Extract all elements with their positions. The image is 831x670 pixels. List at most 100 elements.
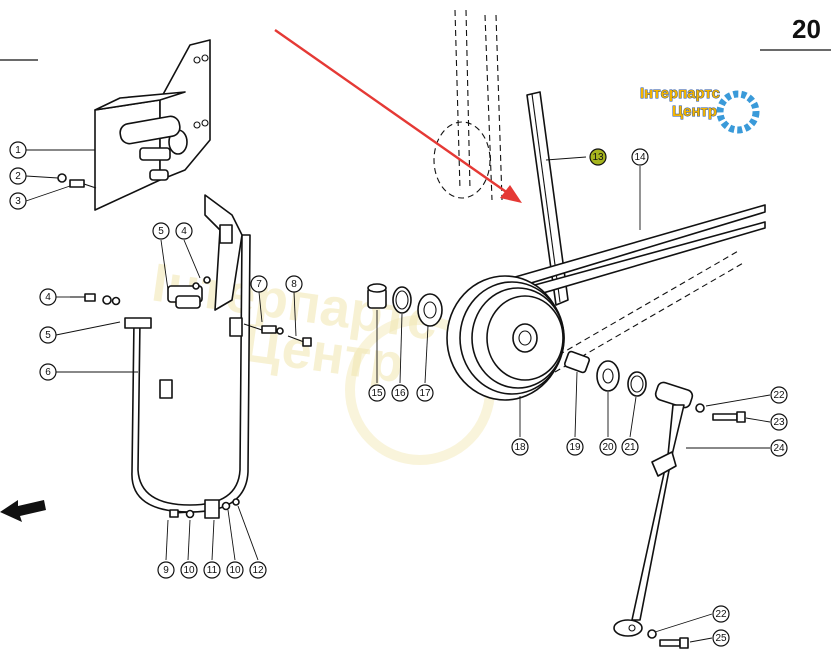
callout-label: 4: [45, 292, 51, 303]
callout-label: 25: [715, 633, 727, 644]
callout-circle: [157, 561, 175, 579]
callout-circle: [250, 275, 268, 293]
callout-label: 19: [569, 442, 581, 453]
callout-c19: 19: [566, 438, 584, 456]
callout-circle: [9, 141, 27, 159]
mounting-bracket: [94, 39, 211, 211]
callout-c21: 21: [621, 438, 639, 456]
callout-circle: [249, 561, 267, 579]
callout-c16: 16: [391, 384, 409, 402]
callout-circle: [511, 438, 529, 456]
callout-circle: [770, 386, 788, 404]
callout-circle: [621, 438, 639, 456]
hardware-left: [70, 276, 312, 519]
leader-lines: [25, 149, 771, 643]
callout-c13: 13: [589, 148, 607, 166]
callout-c5b: 5: [39, 326, 57, 344]
callout-circle: [599, 438, 617, 456]
callout-label: 11: [207, 565, 218, 576]
callout-circle: [175, 222, 193, 240]
callout-label: 15: [371, 388, 383, 399]
callout-label: 6: [45, 367, 51, 378]
callout-c4b: 4: [175, 222, 193, 240]
callout-c10a: 10: [180, 561, 198, 579]
callout-label: 20: [602, 442, 614, 453]
callout-circle: [39, 363, 57, 381]
callout-label: 1: [15, 145, 21, 156]
pointer-arrow: [274, 29, 522, 203]
callout-label: 17: [419, 388, 431, 399]
callout-label: 5: [158, 226, 164, 237]
callout-label: 18: [514, 442, 526, 453]
watermark: Інтерпартс Центр: [148, 252, 495, 465]
callout-circle: [9, 192, 27, 210]
callout-c24: 24: [770, 439, 788, 457]
callout-c23: 23: [770, 413, 788, 431]
callout-c5a: 5: [152, 222, 170, 240]
direction-arrow-icon: [0, 500, 46, 522]
callout-c6: 6: [39, 363, 57, 381]
callout-c2: 2: [9, 167, 27, 185]
callout-circle: [9, 167, 27, 185]
callout-c1: 1: [9, 141, 27, 159]
callout-circle: [712, 605, 730, 623]
callout-circle: [39, 288, 57, 306]
callout-circle: [770, 439, 788, 457]
callout-c7: 7: [250, 275, 268, 293]
callout-label: 12: [252, 565, 264, 576]
callout-c10b: 10: [226, 561, 244, 579]
callout-label: 16: [394, 388, 406, 399]
gear-icon: [716, 90, 760, 134]
callout-c20: 20: [599, 438, 617, 456]
callout-circle: [566, 438, 584, 456]
callout-circle: [368, 384, 386, 402]
page-number: 20: [792, 14, 821, 44]
callout-circle: [416, 384, 434, 402]
callout-label: 5: [45, 330, 51, 341]
callout-label: 22: [715, 609, 727, 620]
callout-c14: 14: [631, 148, 649, 166]
callout-c3: 3: [9, 192, 27, 210]
callout-circle: [203, 561, 221, 579]
callout-c25: 25: [712, 629, 730, 647]
bolt-group-top-left: [57, 173, 97, 189]
callout-label: 7: [256, 279, 262, 290]
callout-c11: 11: [203, 561, 221, 579]
brand-logo: Інтерпартс Центр: [640, 85, 760, 134]
callout-label: 10: [183, 565, 195, 576]
callout-circle: [226, 561, 244, 579]
callout-c18: 18: [511, 438, 529, 456]
callout-label: 13: [592, 152, 604, 163]
callout-circle: [180, 561, 198, 579]
callout-label: 4: [181, 226, 187, 237]
callout-c9: 9: [157, 561, 175, 579]
callout-c15: 15: [368, 384, 386, 402]
callout-circle: [285, 275, 303, 293]
callout-label: 8: [291, 279, 297, 290]
callout-c8: 8: [285, 275, 303, 293]
callout-label: 23: [773, 417, 785, 428]
callout-label: 3: [15, 196, 21, 207]
callout-c12: 12: [249, 561, 267, 579]
logo-line-1: Інтерпартс: [640, 85, 720, 102]
u-frame: [124, 194, 251, 519]
callout-circle: [391, 384, 409, 402]
logo-line-2: Центр: [672, 103, 717, 120]
callout-circle: [712, 629, 730, 647]
callout-circle: [39, 326, 57, 344]
callout-c17: 17: [416, 384, 434, 402]
callout-circle: [631, 148, 649, 166]
callout-label: 2: [15, 171, 21, 182]
pulley: [446, 275, 565, 401]
callout-circle: [152, 222, 170, 240]
callout-label: 22: [773, 390, 785, 401]
callout-label: 9: [163, 565, 169, 576]
bearings: [367, 283, 647, 397]
callout-label: 24: [773, 443, 785, 454]
callout-label: 10: [229, 565, 241, 576]
callout-circle: [589, 148, 607, 166]
lever-arm: [613, 381, 746, 649]
callout-c22b: 22: [712, 605, 730, 623]
